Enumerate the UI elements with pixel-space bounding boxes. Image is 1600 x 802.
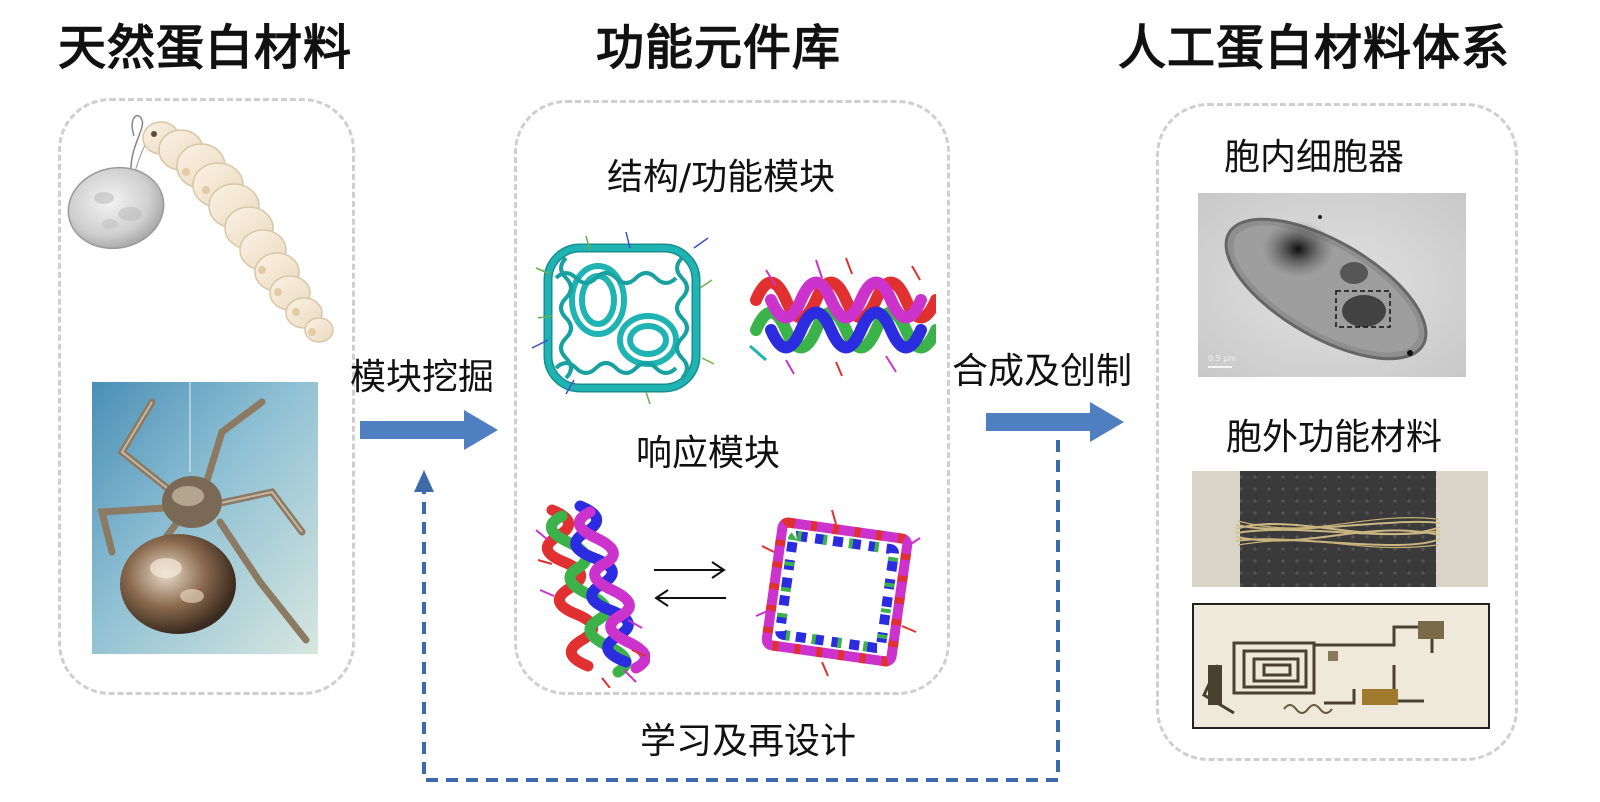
tem-scale-bar: 0.5 μm: [1208, 354, 1236, 363]
tem-cell-image: 0.5 μm: [1198, 193, 1466, 377]
natural-protein-title: 天然蛋白材料: [58, 20, 353, 76]
protein-ring-structure: [752, 506, 922, 678]
function-library-title: 功能元件库: [596, 20, 842, 76]
protein-cage-structure: [526, 228, 716, 406]
extracellular-label: 胞外功能材料: [1226, 417, 1443, 458]
artificial-system-title: 人工蛋白材料体系: [1118, 20, 1511, 76]
mining-label: 模块挖掘: [350, 357, 495, 398]
redesign-feedback-arrow: [410, 436, 1070, 788]
synthesis-arrow: [986, 402, 1126, 442]
spider-photo: [92, 382, 318, 654]
mining-arrow: [360, 410, 500, 450]
function-library-panel: [514, 100, 950, 695]
circuit-device-image: [1192, 603, 1490, 729]
redesign-label: 学习及再设计: [640, 721, 857, 762]
fiber-material-image: [1192, 471, 1488, 587]
artificial-system-panel: [1156, 103, 1518, 761]
silkworm-illustration: [66, 110, 348, 350]
intracellular-label: 胞内细胞器: [1224, 137, 1405, 178]
natural-protein-panel: [58, 98, 355, 695]
structure-module-label: 结构/功能模块: [607, 157, 836, 198]
synthesis-label: 合成及创制: [952, 351, 1133, 392]
helical-bundle-structure: [746, 250, 936, 380]
helix-dimer-structure: [532, 500, 650, 688]
equilibrium-arrows: [650, 558, 730, 610]
response-module-label: 响应模块: [636, 433, 781, 474]
